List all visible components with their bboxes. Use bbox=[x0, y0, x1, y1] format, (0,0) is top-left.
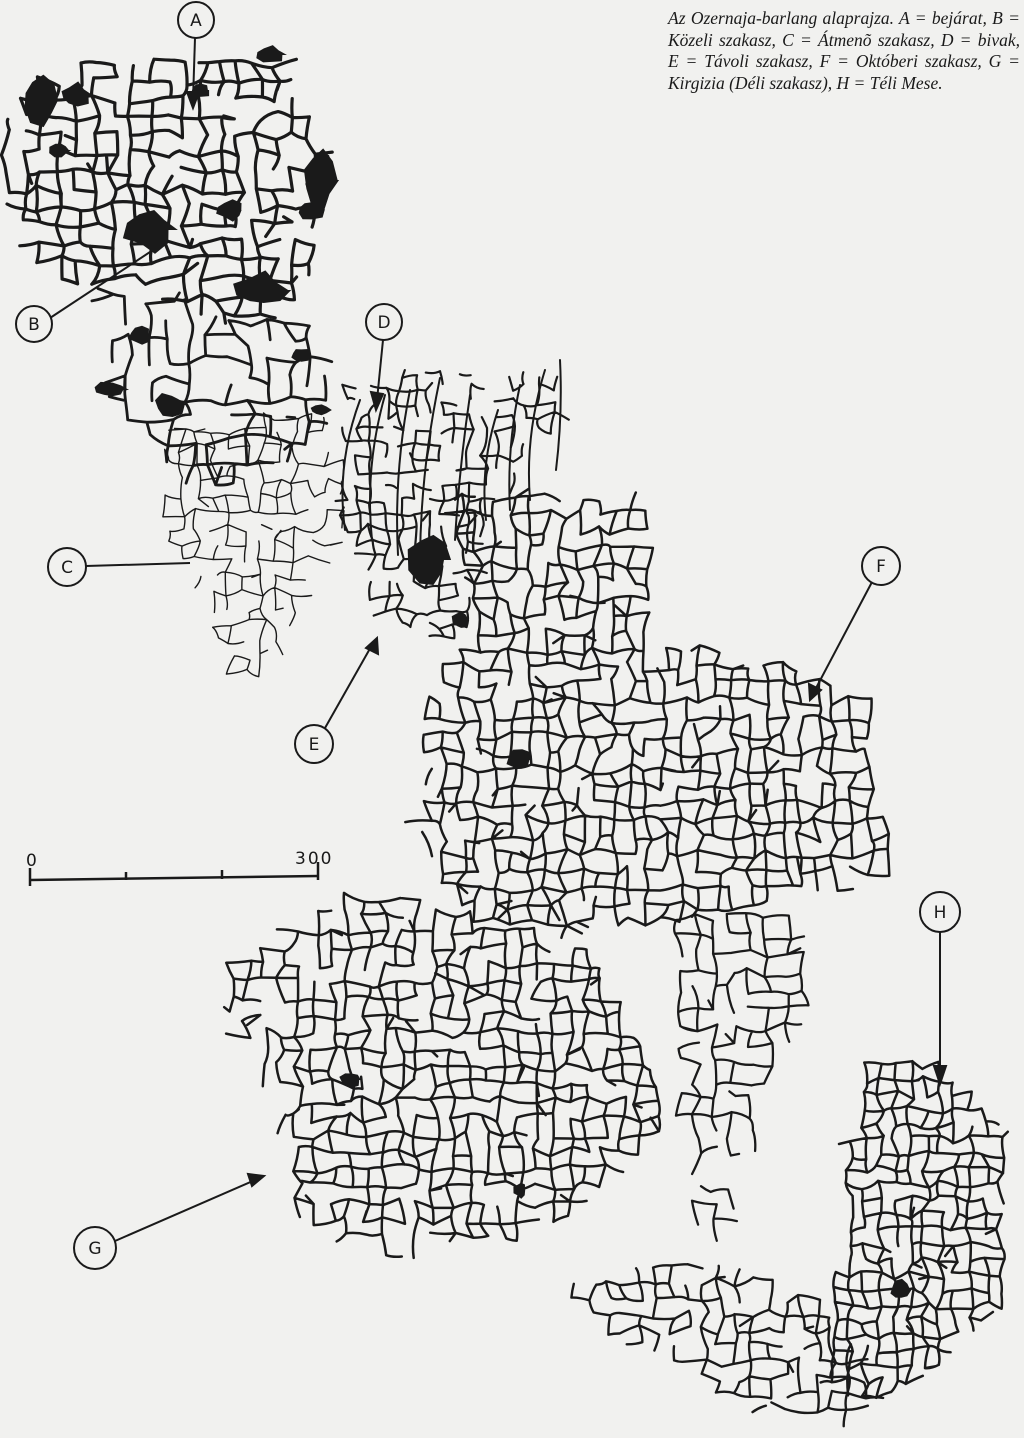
cave-chamber bbox=[303, 148, 340, 213]
leader-line-c bbox=[85, 562, 191, 567]
cave-chamber bbox=[291, 349, 312, 362]
passage-network-transit bbox=[162, 412, 345, 678]
marker-g: G bbox=[73, 1226, 117, 1270]
passage-network-bivouac-channels bbox=[341, 359, 562, 561]
marker-label-h: H bbox=[934, 903, 947, 923]
cave-chamber bbox=[339, 1073, 361, 1088]
cave-chamber bbox=[61, 81, 93, 107]
marker-c: C bbox=[47, 547, 87, 587]
cave-chamber bbox=[155, 393, 187, 417]
arrow-head-f bbox=[807, 682, 823, 703]
cave-chamber bbox=[94, 381, 130, 397]
map-caption: Az Ozernaja-barlang alaprajza. A = bejár… bbox=[668, 8, 1020, 93]
cave-chamber bbox=[233, 270, 292, 303]
arrow-head-g bbox=[246, 1172, 267, 1188]
passage-network-right-tail bbox=[672, 912, 810, 1242]
scale-end-label: 300 bbox=[295, 849, 333, 869]
passage-network-upper bbox=[0, 57, 334, 325]
marker-e: E bbox=[294, 724, 334, 764]
leader-line-a bbox=[192, 37, 196, 101]
arrow-head-a bbox=[185, 91, 201, 111]
scale-start-label: 0 bbox=[26, 851, 37, 871]
marker-label-c: C bbox=[61, 558, 73, 578]
marker-a: A bbox=[177, 1, 215, 39]
marker-h: H bbox=[919, 891, 961, 933]
passage-network-distal bbox=[334, 369, 570, 640]
cave-chamber bbox=[128, 325, 151, 345]
marker-label-g: G bbox=[88, 1239, 101, 1259]
leader-line-b bbox=[49, 251, 151, 319]
marker-label-e: E bbox=[309, 735, 320, 755]
scale-bar bbox=[28, 862, 320, 886]
arrow-head-e bbox=[364, 635, 380, 656]
marker-f: F bbox=[861, 546, 901, 586]
cave-chamber bbox=[256, 45, 287, 63]
passage-network-center bbox=[404, 487, 891, 940]
cave-chamber bbox=[122, 210, 178, 254]
leader-line-e bbox=[324, 644, 373, 729]
marker-label-f: F bbox=[876, 557, 886, 577]
passage-network-upper-mid bbox=[90, 287, 334, 487]
cave-chambers bbox=[24, 45, 912, 1298]
marker-label-a: A bbox=[190, 11, 202, 31]
cave-chamber bbox=[298, 202, 326, 220]
marker-label-b: B bbox=[28, 315, 40, 335]
cave-chamber bbox=[310, 404, 332, 416]
cave-chamber bbox=[451, 611, 470, 628]
passage-network-south bbox=[222, 891, 662, 1260]
cave-chamber bbox=[24, 74, 59, 128]
leader-line-f bbox=[814, 581, 873, 691]
marker-b: B bbox=[15, 305, 53, 343]
cave-chamber bbox=[49, 143, 72, 158]
arrow-head-h bbox=[932, 1065, 948, 1088]
leader-line-d bbox=[376, 339, 384, 401]
cave-passages bbox=[0, 57, 1010, 1428]
passage-network-bottom-arc bbox=[570, 1263, 885, 1428]
leader-line-g bbox=[114, 1179, 256, 1242]
arrow-head-d bbox=[369, 390, 385, 413]
marker-d: D bbox=[365, 303, 403, 341]
cave-chamber bbox=[407, 534, 452, 585]
cave-chamber bbox=[506, 749, 531, 769]
cave-chamber bbox=[216, 199, 242, 222]
marker-label-d: D bbox=[377, 313, 390, 333]
cave-chamber bbox=[890, 1278, 912, 1298]
cave-chamber bbox=[513, 1182, 526, 1199]
